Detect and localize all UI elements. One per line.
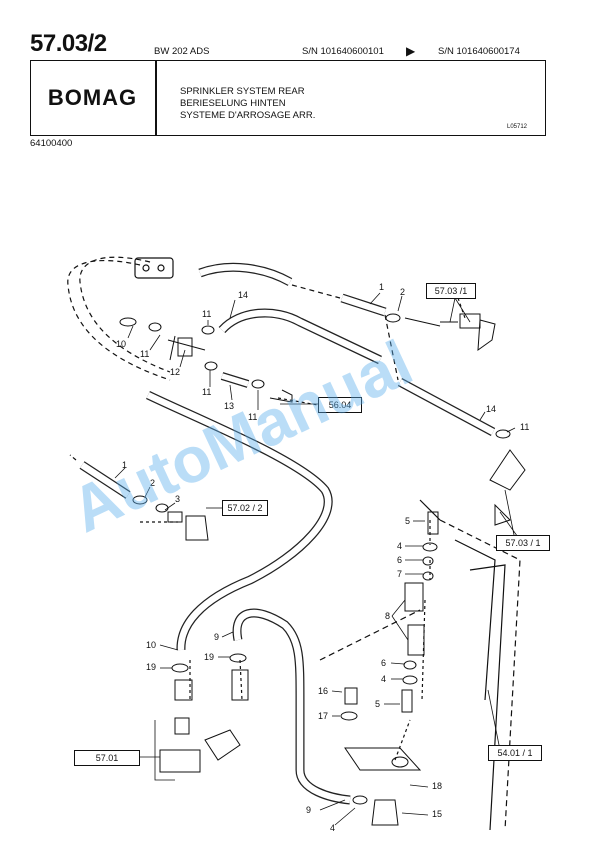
callout-number: 14	[486, 404, 497, 414]
callout-number: 19	[204, 652, 215, 662]
callout-number: 1	[379, 282, 385, 292]
callout-number: 11	[520, 422, 530, 432]
callout-number: 11	[248, 412, 258, 422]
callout-number: 6	[397, 555, 403, 565]
reference-box: 57.02 / 2	[222, 500, 268, 516]
callout-number: 11	[202, 309, 212, 319]
callout-number: 18	[432, 781, 443, 791]
arrow-right-icon: ▶	[406, 44, 416, 58]
callout-number: 2	[400, 287, 406, 297]
title-block	[30, 60, 546, 136]
callout-number: 3	[175, 494, 181, 504]
callout-number: 17	[318, 711, 329, 721]
callout-number: 5	[405, 516, 411, 526]
callout-number: 13	[224, 401, 235, 411]
exploded-parts-diagram	[67, 256, 526, 831]
callout-number: 6	[381, 658, 387, 668]
reference-box: 57.03 /1	[426, 283, 476, 299]
title-block-divider	[155, 60, 157, 136]
reference-box: 54.01 / 1	[488, 745, 542, 761]
serial-to: S/N 101640600174	[438, 46, 520, 57]
callout-number: 11	[202, 387, 212, 397]
callout-number: 14	[238, 290, 249, 300]
callout-number: 1	[122, 460, 128, 470]
part-number: 64100400	[30, 138, 73, 149]
callout-number: 4	[330, 823, 336, 833]
serial-from: S/N 101640600101	[302, 46, 384, 57]
callout-number: 7	[397, 569, 403, 579]
title-french: SYSTEME D'ARROSAGE ARR.	[180, 110, 316, 121]
page-number: 57.03/2	[30, 30, 107, 57]
callout-number: 11	[140, 349, 150, 359]
bomag-logo: BOMAG	[47, 85, 138, 110]
callout-number: 10	[116, 339, 127, 349]
callout-number: 4	[381, 674, 387, 684]
reference-box: 57.03 / 1	[496, 535, 550, 551]
callout-number: 15	[432, 809, 443, 819]
callout-number: 4	[397, 541, 403, 551]
callout-number: 2	[150, 478, 156, 488]
callout-number: 16	[318, 686, 329, 696]
callout-number: 5	[375, 699, 381, 709]
reference-box: 57.01	[74, 750, 140, 766]
drawing-reference: L05712	[507, 124, 528, 130]
title-german: BERIESELUNG HINTEN	[180, 98, 286, 109]
callout-number: 19	[146, 662, 157, 672]
callout-number: 8	[385, 611, 391, 621]
callout-number: 12	[170, 367, 181, 377]
callout-number: 9	[306, 805, 312, 815]
callout-number: 9	[214, 632, 220, 642]
title-english: SPRINKLER SYSTEM REAR	[180, 86, 305, 97]
machine-model: BW 202 ADS	[154, 46, 210, 57]
callout-number: 10	[146, 640, 157, 650]
reference-box: 56.04	[318, 397, 362, 413]
